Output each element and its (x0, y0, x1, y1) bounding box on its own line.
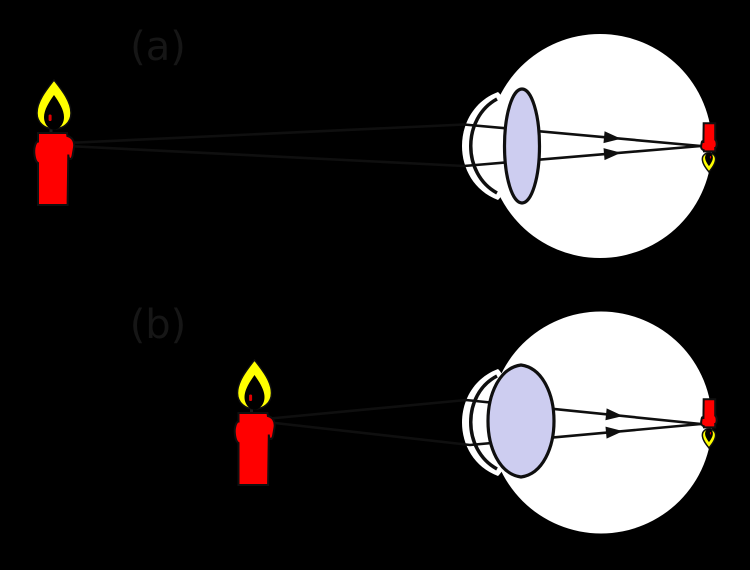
arrowhead-lower-b (605, 426, 623, 439)
light-ray-lower-a (65, 144, 703, 168)
panel-a-label: (a) (130, 24, 186, 70)
object-candle-b (233, 358, 277, 487)
cornea-bulge-a (462, 92, 511, 200)
panel-a: (a) (32, 24, 718, 258)
object-candle-a (32, 78, 76, 207)
arrowhead-lower-a (603, 148, 621, 161)
arrowhead-upper-b (605, 408, 623, 421)
arrowhead-upper-a (603, 131, 621, 144)
retinal-image-b (700, 398, 718, 449)
lens-b (486, 363, 556, 479)
light-ray-lower-b (264, 420, 703, 447)
panel-b: (b) (130, 302, 718, 534)
retinal-image-a (700, 122, 718, 173)
cornea-arc-a (469, 97, 498, 195)
cornea-arc-b (469, 374, 498, 471)
eyeball-a (488, 34, 712, 258)
eyeball-b (490, 311, 712, 534)
lens-a (502, 87, 542, 205)
panel-b-label: (b) (130, 302, 187, 348)
light-ray-upper-a (65, 123, 703, 148)
